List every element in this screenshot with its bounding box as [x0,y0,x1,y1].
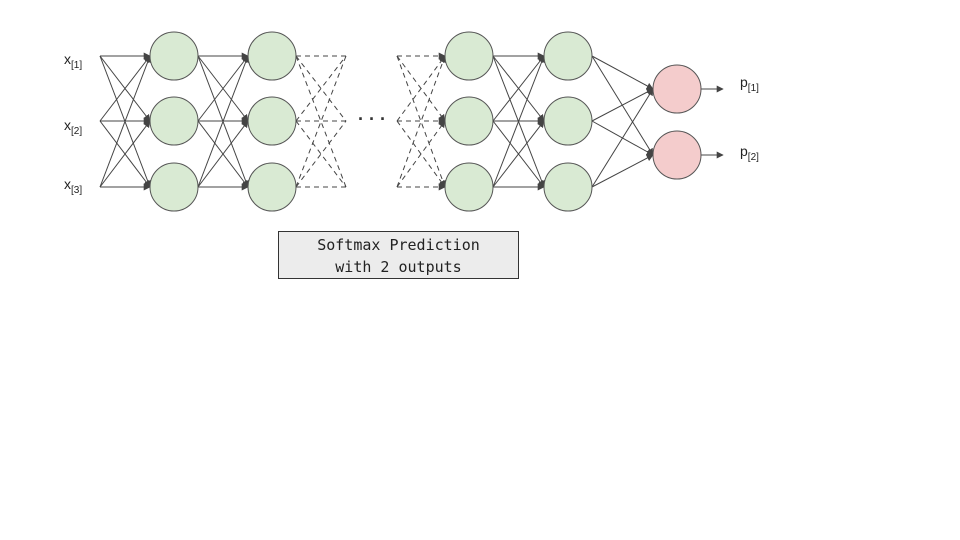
connection-edge [197,55,250,188]
dashed-edge [396,120,446,188]
input-label-x2: x[2] [64,117,83,137]
caption-line-2: with 2 outputs [335,258,462,276]
dashed-edge [295,55,347,122]
hidden-node-l4-n1 [543,31,593,81]
output-node-2 [652,130,702,180]
ellipsis: · · · [358,109,386,129]
solid-connections [99,52,724,191]
hidden-node-l3-n1 [444,31,494,81]
hidden-node-l1-n1 [149,31,199,81]
connection-edge [197,120,249,188]
caption-box: Softmax Prediction with 2 outputs [278,231,519,279]
connection-edge [492,55,545,122]
connection-edge [591,88,654,122]
dashed-connections [295,52,447,191]
output-label-p1: p[1] [740,74,759,94]
connection-edge [591,55,654,90]
connection-edge [197,55,249,122]
input-label-x3: x[3] [64,176,83,196]
dashed-edge [295,55,347,122]
connection-edge [99,120,151,188]
connection-edge [99,55,151,122]
connection-edge [591,154,654,188]
hidden-node-l3-n2 [444,96,494,146]
dashed-edge [295,120,347,188]
connection-edge [99,55,152,188]
output-node-1 [652,64,702,114]
output-label-p2: p[2] [740,143,759,163]
hidden-node-l1-n2 [149,96,199,146]
hidden-node-l4-n2 [543,96,593,146]
nodes [149,31,702,212]
hidden-node-l2-n2 [247,96,297,146]
dashed-edge [295,120,347,188]
dashed-edge [396,55,446,122]
hidden-node-l2-n3 [247,162,297,212]
caption-line-1: Softmax Prediction [317,236,480,254]
hidden-node-l3-n3 [444,162,494,212]
connection-edge [591,88,654,188]
connection-edge [492,55,545,188]
input-label-x1: x[1] [64,51,83,71]
connection-edge [492,120,545,188]
hidden-node-l4-n3 [543,162,593,212]
hidden-node-l1-n3 [149,162,199,212]
hidden-node-l2-n1 [247,31,297,81]
